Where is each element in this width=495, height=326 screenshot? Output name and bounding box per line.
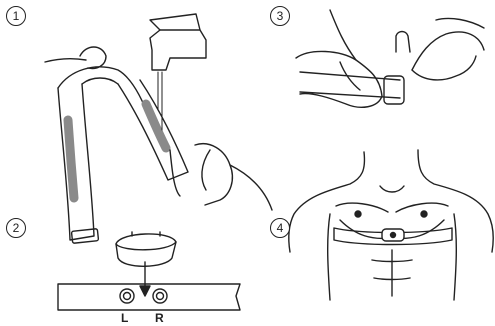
step-2-number: 2 [6, 218, 26, 238]
right-snap-label: R [155, 311, 164, 325]
electrode-right [146, 104, 166, 148]
buckle-tab [396, 32, 410, 53]
step-4-number: 4 [270, 218, 290, 238]
strap-top-loop [58, 67, 150, 120]
left-snap-label: L [121, 311, 128, 325]
step2-illustration [58, 232, 240, 310]
hand-left [296, 51, 382, 107]
snap-left [120, 289, 134, 303]
step1-illustration [45, 14, 272, 243]
hand-right [195, 144, 232, 205]
step-3-number: 3 [270, 6, 290, 26]
step-1-number: 1 [6, 6, 26, 26]
water-stream [158, 72, 162, 130]
chest-lines [336, 203, 448, 212]
snap-right [153, 289, 167, 303]
step3-illustration [296, 10, 484, 107]
electrode-left [68, 120, 74, 198]
hand-holding-strap [80, 47, 106, 69]
strap-left-segment [58, 84, 94, 240]
faucet [150, 30, 206, 70]
step4-illustration [289, 150, 493, 300]
torso-outline [289, 152, 365, 252]
